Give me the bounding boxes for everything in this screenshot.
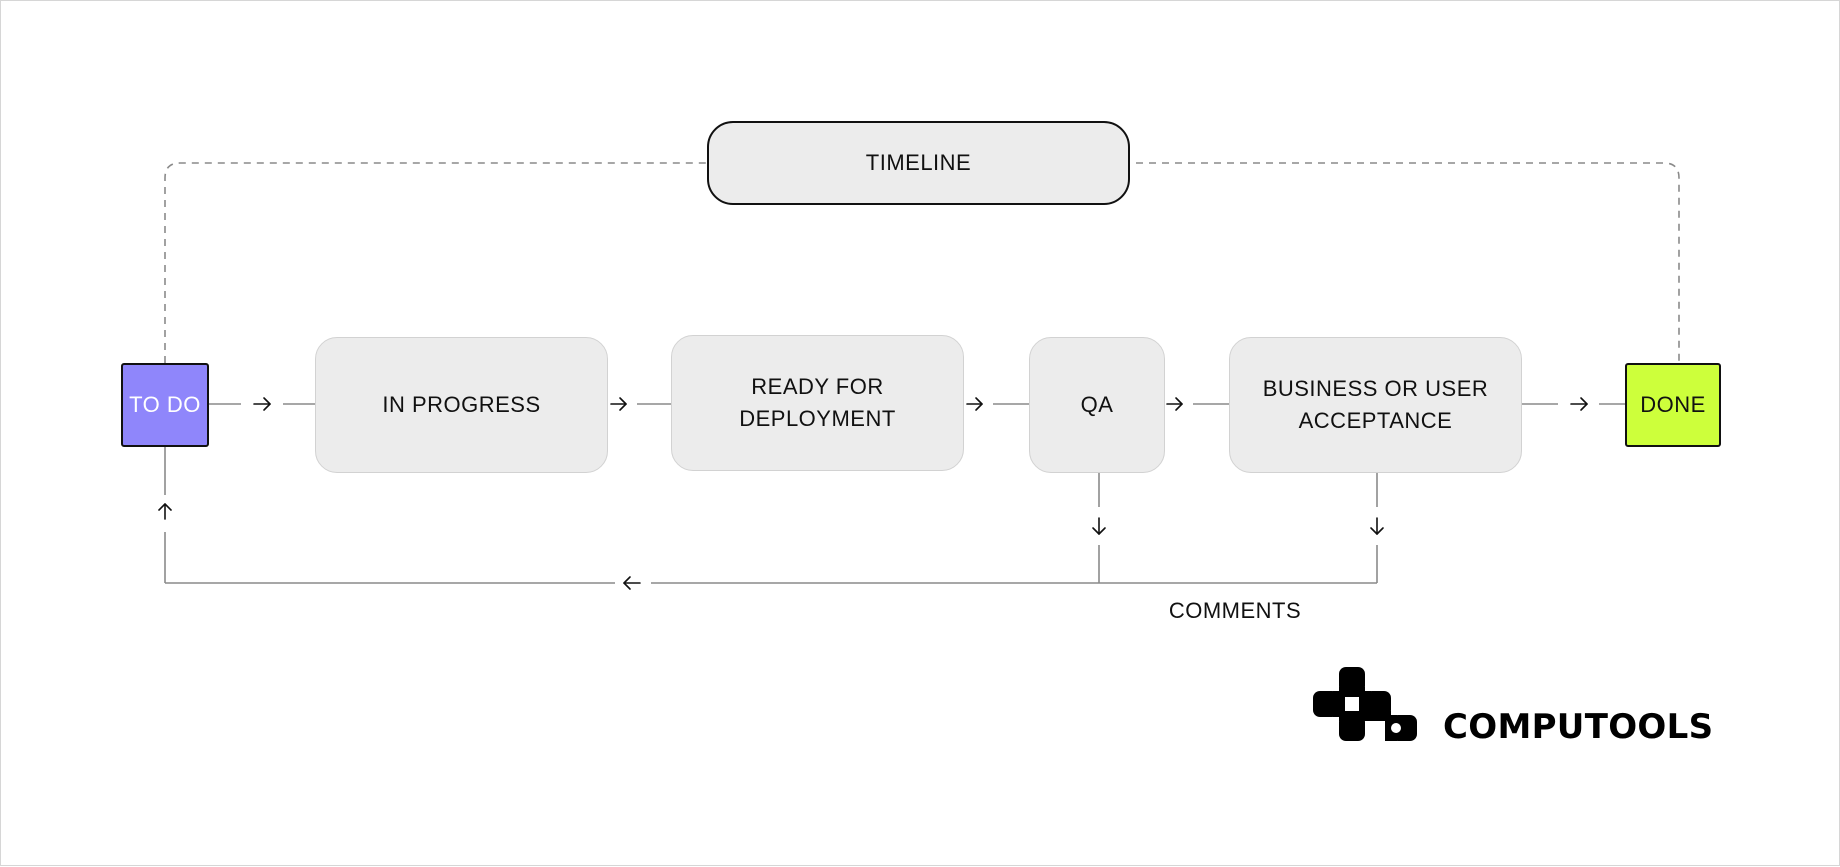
todo-label: TO DO (129, 392, 201, 417)
brand-logo: COMPUTOOLS (1313, 667, 1727, 747)
in-progress-stage: IN PROGRESS (315, 337, 608, 473)
in-progress-label: IN PROGRESS (382, 392, 541, 417)
timeline-dashed-connector-right (1136, 162, 1680, 363)
comments-label: COMMENTS (1168, 598, 1302, 623)
done-stage: DONE (1625, 363, 1721, 447)
arrow-left-icon (623, 576, 641, 590)
arrow-down-icon (1370, 517, 1384, 535)
timeline-box: TIMELINE (707, 121, 1130, 205)
brand-name: COMPUTOOLS (1443, 707, 1714, 747)
qa-stage: QA (1029, 337, 1165, 473)
arrow-right-icon (966, 397, 983, 411)
timeline-dashed-connector-left (164, 162, 707, 363)
business-or-user-acceptance-stage: BUSINESS OR USER ACCEPTANCE (1229, 337, 1522, 473)
arrow-up-icon (158, 503, 172, 520)
done-label: DONE (1640, 392, 1706, 417)
business-or-user-acceptance-label: BUSINESS OR USER ACCEPTANCE (1262, 376, 1489, 433)
arrow-right-icon (1570, 397, 1588, 411)
todo-stage: TO DO (121, 363, 209, 447)
computools-logo-icon (1313, 667, 1417, 741)
arrow-right-icon (1166, 397, 1183, 411)
qa-label: QA (1080, 392, 1114, 417)
arrow-right-icon (610, 397, 627, 411)
ready-for-deployment-stage: READY FOR DEPLOYMENT (671, 335, 964, 471)
timeline-label: TIMELINE (865, 150, 972, 175)
arrow-down-icon (1092, 517, 1106, 535)
arrow-right-icon (253, 397, 271, 411)
ready-for-deployment-label: READY FOR DEPLOYMENT (739, 374, 896, 431)
